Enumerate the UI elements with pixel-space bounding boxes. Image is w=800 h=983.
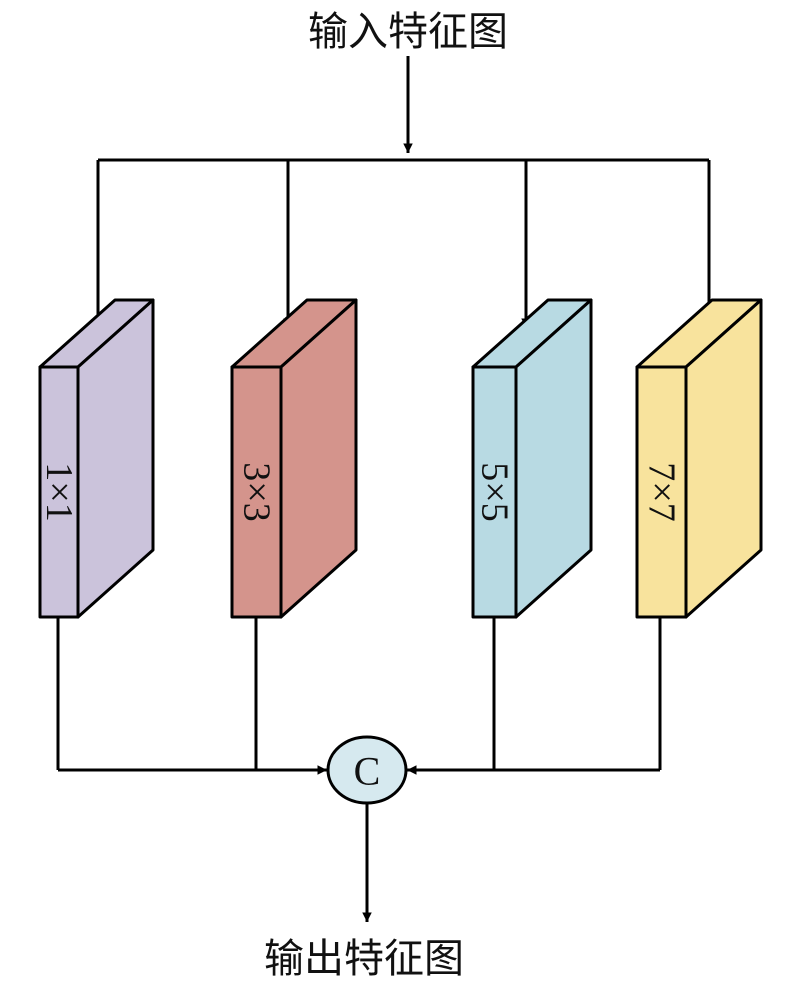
- output-feature-map-label: 输出特征图: [264, 936, 464, 982]
- concat-symbol: C: [354, 749, 381, 794]
- input-feature-map-label: 输入特征图: [308, 9, 508, 55]
- kernel-block-3x3: 3×3: [230, 298, 358, 619]
- kernel-block-1x1: 1×1: [38, 298, 155, 619]
- concat-node: C: [326, 735, 408, 805]
- kernel-label-7x7: 7×7: [641, 462, 683, 521]
- kernel-label-3x3: 3×3: [236, 462, 278, 521]
- kernel-label-1x1: 1×1: [38, 462, 80, 521]
- kernel-block-7x7: 7×7: [635, 298, 763, 619]
- kernel-block-5x5: 5×5: [471, 298, 593, 619]
- kernel-label-5x5: 5×5: [474, 462, 516, 521]
